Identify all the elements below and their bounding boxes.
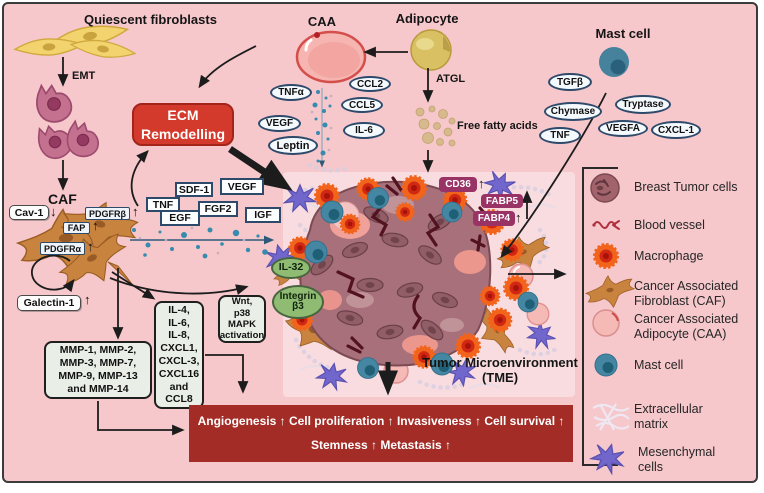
legend-caf: Cancer Associated Fibroblast (CAF) — [634, 279, 739, 308]
legend-macrophage: Macrophage — [634, 249, 704, 263]
cd36-up-arrow: ↑ — [478, 176, 485, 191]
il32-oval: IL-32 — [271, 257, 311, 279]
free-fatty-acids-label: Free fatty acids — [457, 120, 538, 132]
pdgfra-tag: PDGFRα — [40, 242, 85, 255]
ecm-remodelling-box: ECM Remodelling — [132, 103, 234, 146]
arrow-caf-to-il32 — [109, 277, 249, 295]
vegfa-oval: VEGFA — [598, 120, 648, 137]
caa-cell — [295, 30, 367, 84]
secretion-stream-horizontal — [130, 226, 275, 259]
sdf1-tag: SDF-1 — [175, 182, 213, 197]
arrow-ecm-to-tumor — [228, 146, 293, 191]
galectin1-tag: Galectin-1 — [17, 295, 81, 311]
egf-tag: EGF — [160, 210, 200, 226]
ecm-icon — [592, 403, 630, 431]
banner-line1: Angiogenesis ↑ Cell proliferation ↑ Inva… — [197, 414, 565, 428]
outcomes-banner: Angiogenesis ↑ Cell proliferation ↑ Inva… — [189, 405, 573, 462]
arrow-autocrine-loop — [31, 254, 75, 293]
vegf-caa-oval: VEGF — [258, 115, 301, 132]
secretion-stream-vertical — [310, 88, 333, 168]
fabp4-badge: FABP4 — [473, 211, 515, 226]
mast-cell-icon — [594, 353, 618, 377]
tryptase-oval: Tryptase — [615, 95, 671, 114]
fgf2-tag: FGF2 — [198, 201, 238, 217]
adipocyte-title: Adipocyte — [395, 11, 459, 26]
mesenchymal-cells-icon — [588, 439, 628, 477]
ecm-mesh-pattern — [289, 162, 563, 390]
legend-mesenchymal: Mesenchymal cells — [638, 445, 716, 474]
atgl-label: ATGL — [436, 73, 466, 85]
mast-cell-title: Mast cell — [595, 26, 651, 41]
legend-caa: Cancer Associated Adipocyte (CAA) — [634, 312, 739, 341]
arrow-caf-to-ecm — [130, 150, 149, 207]
ccl5-oval: CCL5 — [341, 97, 383, 113]
legend-mast-cell: Mast cell — [634, 358, 684, 372]
blood-vessel-icon — [592, 220, 620, 230]
tnf-caf-tag: TNF — [146, 197, 180, 212]
breast-tumor-cells-icon — [590, 173, 620, 203]
pdgfra-up-arrow: ↑ — [87, 239, 94, 254]
interleukins-box: IL-4, IL-6, IL-8, CXCL1, CXCL-3, CXCL16 … — [154, 301, 204, 409]
arrow-mmp-to-banner — [97, 401, 185, 436]
caf-title: CAF — [48, 191, 77, 207]
tumor-cluster — [261, 166, 561, 392]
vegf-caf-tag: VEGF — [220, 178, 264, 195]
fap-tag: FAP — [63, 222, 90, 234]
cxcl1-mast-oval: CXCL-1 — [651, 121, 701, 139]
caf-icon — [583, 272, 637, 312]
pdgfrb-tag: PDGFRβ — [85, 207, 130, 220]
legend-breast-tumor-cells: Breast Tumor cells — [634, 180, 738, 194]
free-fatty-acid-droplets — [415, 105, 456, 147]
adipocyte-cell — [410, 29, 452, 71]
ccl2-oval: CCL2 — [349, 76, 391, 92]
cav1-down-arrow: ↓ — [50, 204, 57, 219]
arrow-interleukins-to-banner — [205, 354, 249, 394]
galectin-up-arrow: ↑ — [84, 292, 91, 307]
tgfb-oval: TGFβ — [548, 73, 592, 91]
fabp5-badge: FABP5 — [481, 194, 523, 208]
caf-cell-cluster — [14, 191, 143, 297]
igf-tag: IGF — [245, 207, 281, 223]
legend-blood-vessel: Blood vessel — [634, 218, 705, 232]
caa-icon — [592, 309, 620, 337]
leptin-oval: Leptin — [268, 136, 318, 155]
integrin-b3-oval: Integrin β3 — [272, 285, 324, 319]
mast-cell-illustration — [599, 47, 629, 77]
mmp-box: MMP-1, MMP-2, MMP-3, MMP-7, MMP-9, MMP-1… — [44, 341, 152, 399]
emt-transformed-cells — [34, 84, 103, 163]
macrophage-icon — [593, 243, 619, 269]
cd36-badge: CD36 — [439, 177, 477, 192]
tme-label: Tumor Microenvironment (TME) — [422, 355, 578, 385]
fabp4-up-arrow: ↑ — [515, 210, 522, 225]
il6-oval: IL-6 — [343, 122, 385, 139]
arrow-caa-to-ecm — [198, 45, 257, 89]
cav1-tag: Cav-1 — [9, 205, 49, 220]
emt-label: EMT — [72, 70, 96, 82]
pdgfrb-up-arrow: ↑ — [132, 204, 139, 219]
tnf-mast-oval: TNF — [539, 127, 581, 144]
chymase-oval: Chymase — [544, 102, 602, 121]
quiescent-fibroblasts-title: Quiescent fibroblasts — [84, 12, 217, 27]
caa-title: CAA — [307, 14, 337, 29]
legend-ecm: Extracellular matrix — [634, 402, 703, 431]
fap-up-arrow: ↑ — [92, 218, 99, 233]
wnt-mapk-box: Wnt, p38 MAPK activation — [218, 295, 266, 343]
tnfa-oval: TNFα — [270, 84, 312, 101]
banner-line2: Stemness ↑ Metastasis ↑ — [310, 438, 452, 452]
